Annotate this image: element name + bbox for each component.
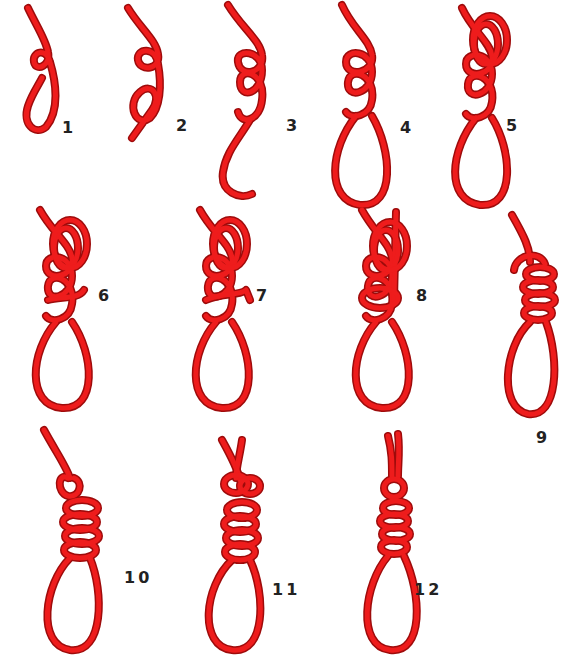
step-number: 5: [506, 118, 520, 134]
step-number: 10: [124, 570, 152, 586]
step-number: 7: [256, 288, 270, 304]
rope: [26, 5, 555, 650]
step-number: 9: [536, 430, 550, 446]
step-number: 11: [272, 582, 300, 598]
step-number: 1: [62, 120, 76, 136]
step-number: 4: [400, 120, 414, 136]
step-number: 3: [286, 118, 300, 134]
rope-outline: [26, 5, 555, 650]
step-number: 2: [176, 118, 190, 134]
step-number: 8: [416, 288, 430, 304]
step-number: 12: [414, 582, 442, 598]
step-number: 6: [98, 288, 112, 304]
